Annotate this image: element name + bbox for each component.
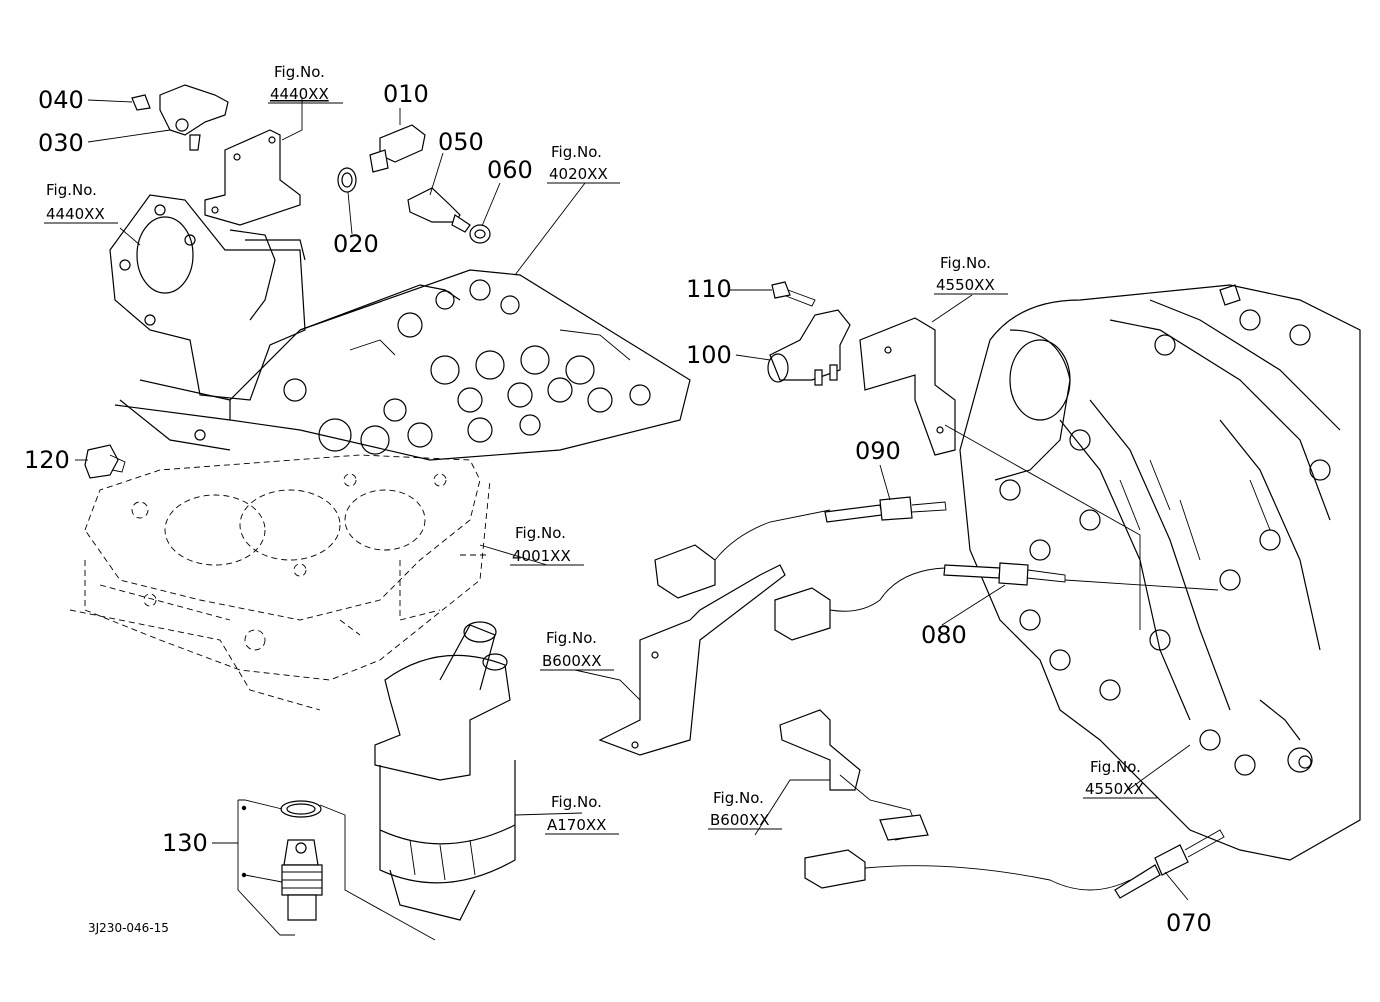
figref-prefix: Fig.No. xyxy=(551,143,602,161)
figref-number: 4550XX xyxy=(1085,780,1144,798)
figref-4020xx: Fig.No. 4020XX xyxy=(547,143,620,184)
sensor-bracket-drawing xyxy=(204,129,301,226)
figref-prefix: Fig.No. xyxy=(46,181,97,199)
part-130-drawing xyxy=(280,800,323,921)
part-050-drawing xyxy=(407,187,471,233)
part-020-drawing xyxy=(337,167,357,193)
figref-prefix: Fig.No. xyxy=(546,629,597,647)
figref-prefix: Fig.No. xyxy=(515,524,566,542)
figref-number: A170XX xyxy=(547,816,606,834)
figref-number: B600XX xyxy=(710,811,769,829)
figref-prefix: Fig.No. xyxy=(713,789,764,807)
leader-lines xyxy=(75,98,1219,941)
head-gasket-drawing xyxy=(84,454,481,621)
label-part-080: 080 xyxy=(921,621,967,649)
figref-4440xx-top: Fig.No. 4440XX xyxy=(268,63,343,104)
label-part-110: 110 xyxy=(686,275,732,303)
label-part-070: 070 xyxy=(1166,909,1212,937)
fuel-filter-drawing xyxy=(374,621,516,921)
figref-number: 4001XX xyxy=(512,547,571,565)
label-part-120: 120 xyxy=(24,446,70,474)
cylinder-head-drawing xyxy=(114,269,691,461)
part-030-drawing xyxy=(159,84,229,151)
harness-connectors-drawing xyxy=(654,509,1131,891)
part-120-drawing xyxy=(84,444,126,479)
figref-number: 4550XX xyxy=(936,276,995,294)
figref-a170xx: Fig.No. A170XX xyxy=(545,793,619,835)
figref-number: B600XX xyxy=(542,652,601,670)
label-part-010: 010 xyxy=(383,80,429,108)
figref-4550xx-top: Fig.No. 4550XX xyxy=(934,254,1008,295)
part-060-drawing xyxy=(469,224,491,244)
figref-4001xx: Fig.No. 4001XX xyxy=(510,524,584,566)
intake-manifold-drawing xyxy=(109,194,306,401)
figref-b600xx-low: Fig.No. B600XX xyxy=(708,789,782,830)
label-part-090: 090 xyxy=(855,437,901,465)
figref-prefix: Fig.No. xyxy=(940,254,991,272)
figref-4440xx-left: Fig.No. 4440XX xyxy=(44,181,118,224)
harness-bracket-b600-mid-drawing xyxy=(598,564,786,756)
label-part-100: 100 xyxy=(686,341,732,369)
label-part-020: 020 xyxy=(333,230,379,258)
pressure-sensor-bracket-drawing xyxy=(859,317,956,456)
part-040-drawing xyxy=(131,94,151,111)
label-part-040: 040 xyxy=(38,86,84,114)
part-010-drawing xyxy=(369,124,426,173)
drawing-code: 3J230-046-15 xyxy=(88,921,169,935)
label-part-050: 050 xyxy=(438,128,484,156)
figref-number: 4440XX xyxy=(270,85,329,103)
figref-prefix: Fig.No. xyxy=(551,793,602,811)
label-part-130: 130 xyxy=(162,829,208,857)
part-080-drawing xyxy=(943,562,1066,586)
part-110-drawing xyxy=(771,281,816,307)
part-070-drawing xyxy=(1114,829,1225,899)
label-part-060: 060 xyxy=(487,156,533,184)
part-090-drawing xyxy=(824,496,947,523)
figref-prefix: Fig.No. xyxy=(1090,758,1141,776)
engine-block-drawing xyxy=(69,479,491,711)
figref-4550xx-bottom: Fig.No. 4550XX xyxy=(1083,758,1157,799)
figref-prefix: Fig.No. xyxy=(274,63,325,81)
figref-number: 4440XX xyxy=(46,205,105,223)
figref-b600xx-mid: Fig.No. B600XX xyxy=(540,629,614,671)
label-part-030: 030 xyxy=(38,129,84,157)
exhaust-aftertreatment-drawing xyxy=(959,284,1361,861)
harness-bracket-b600-low-drawing xyxy=(779,709,929,841)
part-100-drawing xyxy=(767,309,851,386)
figref-number: 4020XX xyxy=(549,165,608,183)
